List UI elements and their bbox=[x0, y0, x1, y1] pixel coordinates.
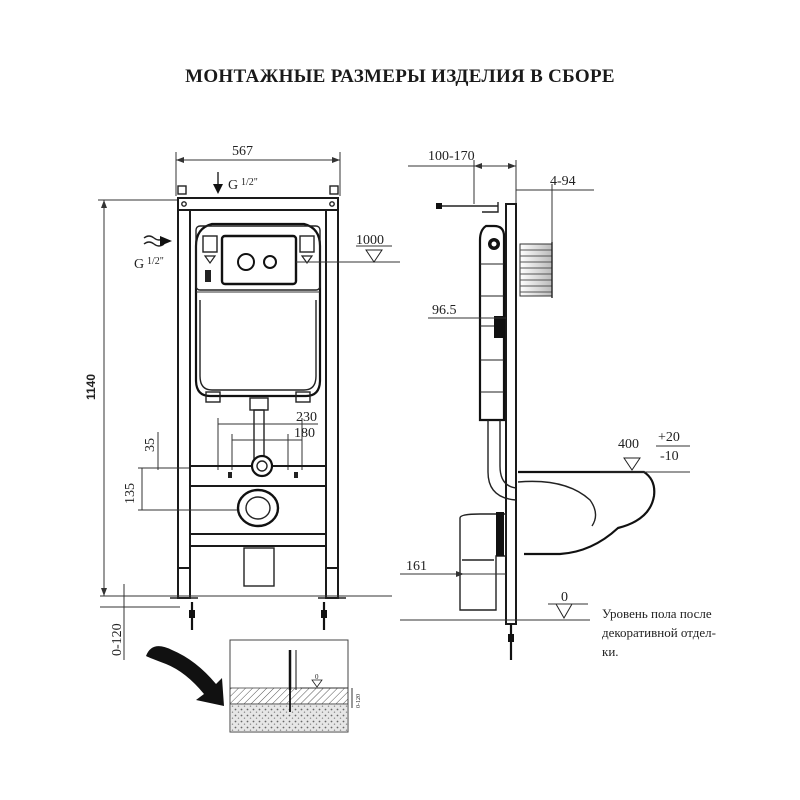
front-view: 567 G 1/2" G 1/2" 1140 bbox=[84, 144, 400, 660]
floor-note-line-2: декоративной отдел- bbox=[602, 625, 716, 640]
leg-adjust-label: 0-120 bbox=[110, 623, 125, 656]
top-inlet-fraction: 1/2" bbox=[241, 177, 258, 188]
depth-range-label: 100-170 bbox=[428, 149, 475, 164]
detail-zero-mark: 0 bbox=[315, 673, 319, 681]
frame-top-rail bbox=[177, 197, 339, 211]
offset-35-label: 35 bbox=[143, 438, 158, 452]
detail-range-mark: 0-120 bbox=[356, 694, 362, 708]
wall-grill bbox=[519, 243, 553, 297]
bowl-tol-minus: -10 bbox=[660, 449, 679, 464]
floor-level-note: Уровень пола после декоративной отдел- к… bbox=[602, 604, 782, 661]
top-inlet-arrow-icon bbox=[213, 172, 223, 194]
height-label: 1140 bbox=[84, 374, 98, 400]
flush-button-small-icon bbox=[263, 255, 277, 269]
button-height-label: 1000 bbox=[356, 233, 384, 248]
side-frame-post bbox=[505, 203, 517, 625]
wall-range-label: 4-94 bbox=[550, 174, 576, 189]
side-view: 100-170 4-94 bbox=[400, 149, 690, 660]
floor-detail: 0 0-120 bbox=[146, 639, 362, 733]
side-inlet-fraction: 1/2" bbox=[147, 256, 164, 267]
drain-offset-label: 161 bbox=[406, 559, 427, 574]
diagram-title: МОНТАЖНЫЕ РАЗМЕРЫ ИЗДЕЛИЯ В СБОРЕ bbox=[185, 66, 615, 87]
floor-note-line-3: ки. bbox=[602, 644, 619, 659]
stud-spacing-inner: 180 bbox=[294, 426, 315, 441]
toilet-bowl bbox=[518, 470, 656, 556]
bowl-tol-plus: +20 bbox=[658, 430, 680, 445]
flush-plate bbox=[220, 234, 298, 286]
flush-button-large-icon bbox=[237, 253, 255, 271]
offset-96-label: 96.5 bbox=[432, 303, 457, 318]
bowl-height-label: 400 bbox=[618, 437, 639, 452]
side-inlet-arrow-icon bbox=[143, 235, 172, 247]
drain-outlet bbox=[236, 488, 280, 528]
floor-zero-label: 0 bbox=[561, 590, 568, 605]
floor-note-line-1: Уровень пола после bbox=[602, 606, 712, 621]
side-inlet-label: G bbox=[134, 257, 144, 272]
top-inlet-label: G bbox=[228, 178, 238, 193]
width-label: 567 bbox=[232, 144, 253, 159]
offset-135-label: 135 bbox=[123, 483, 138, 504]
stud-spacing-outer: 230 bbox=[296, 410, 317, 425]
pointer-arrow-icon bbox=[146, 646, 224, 706]
cistern-side bbox=[478, 224, 506, 422]
